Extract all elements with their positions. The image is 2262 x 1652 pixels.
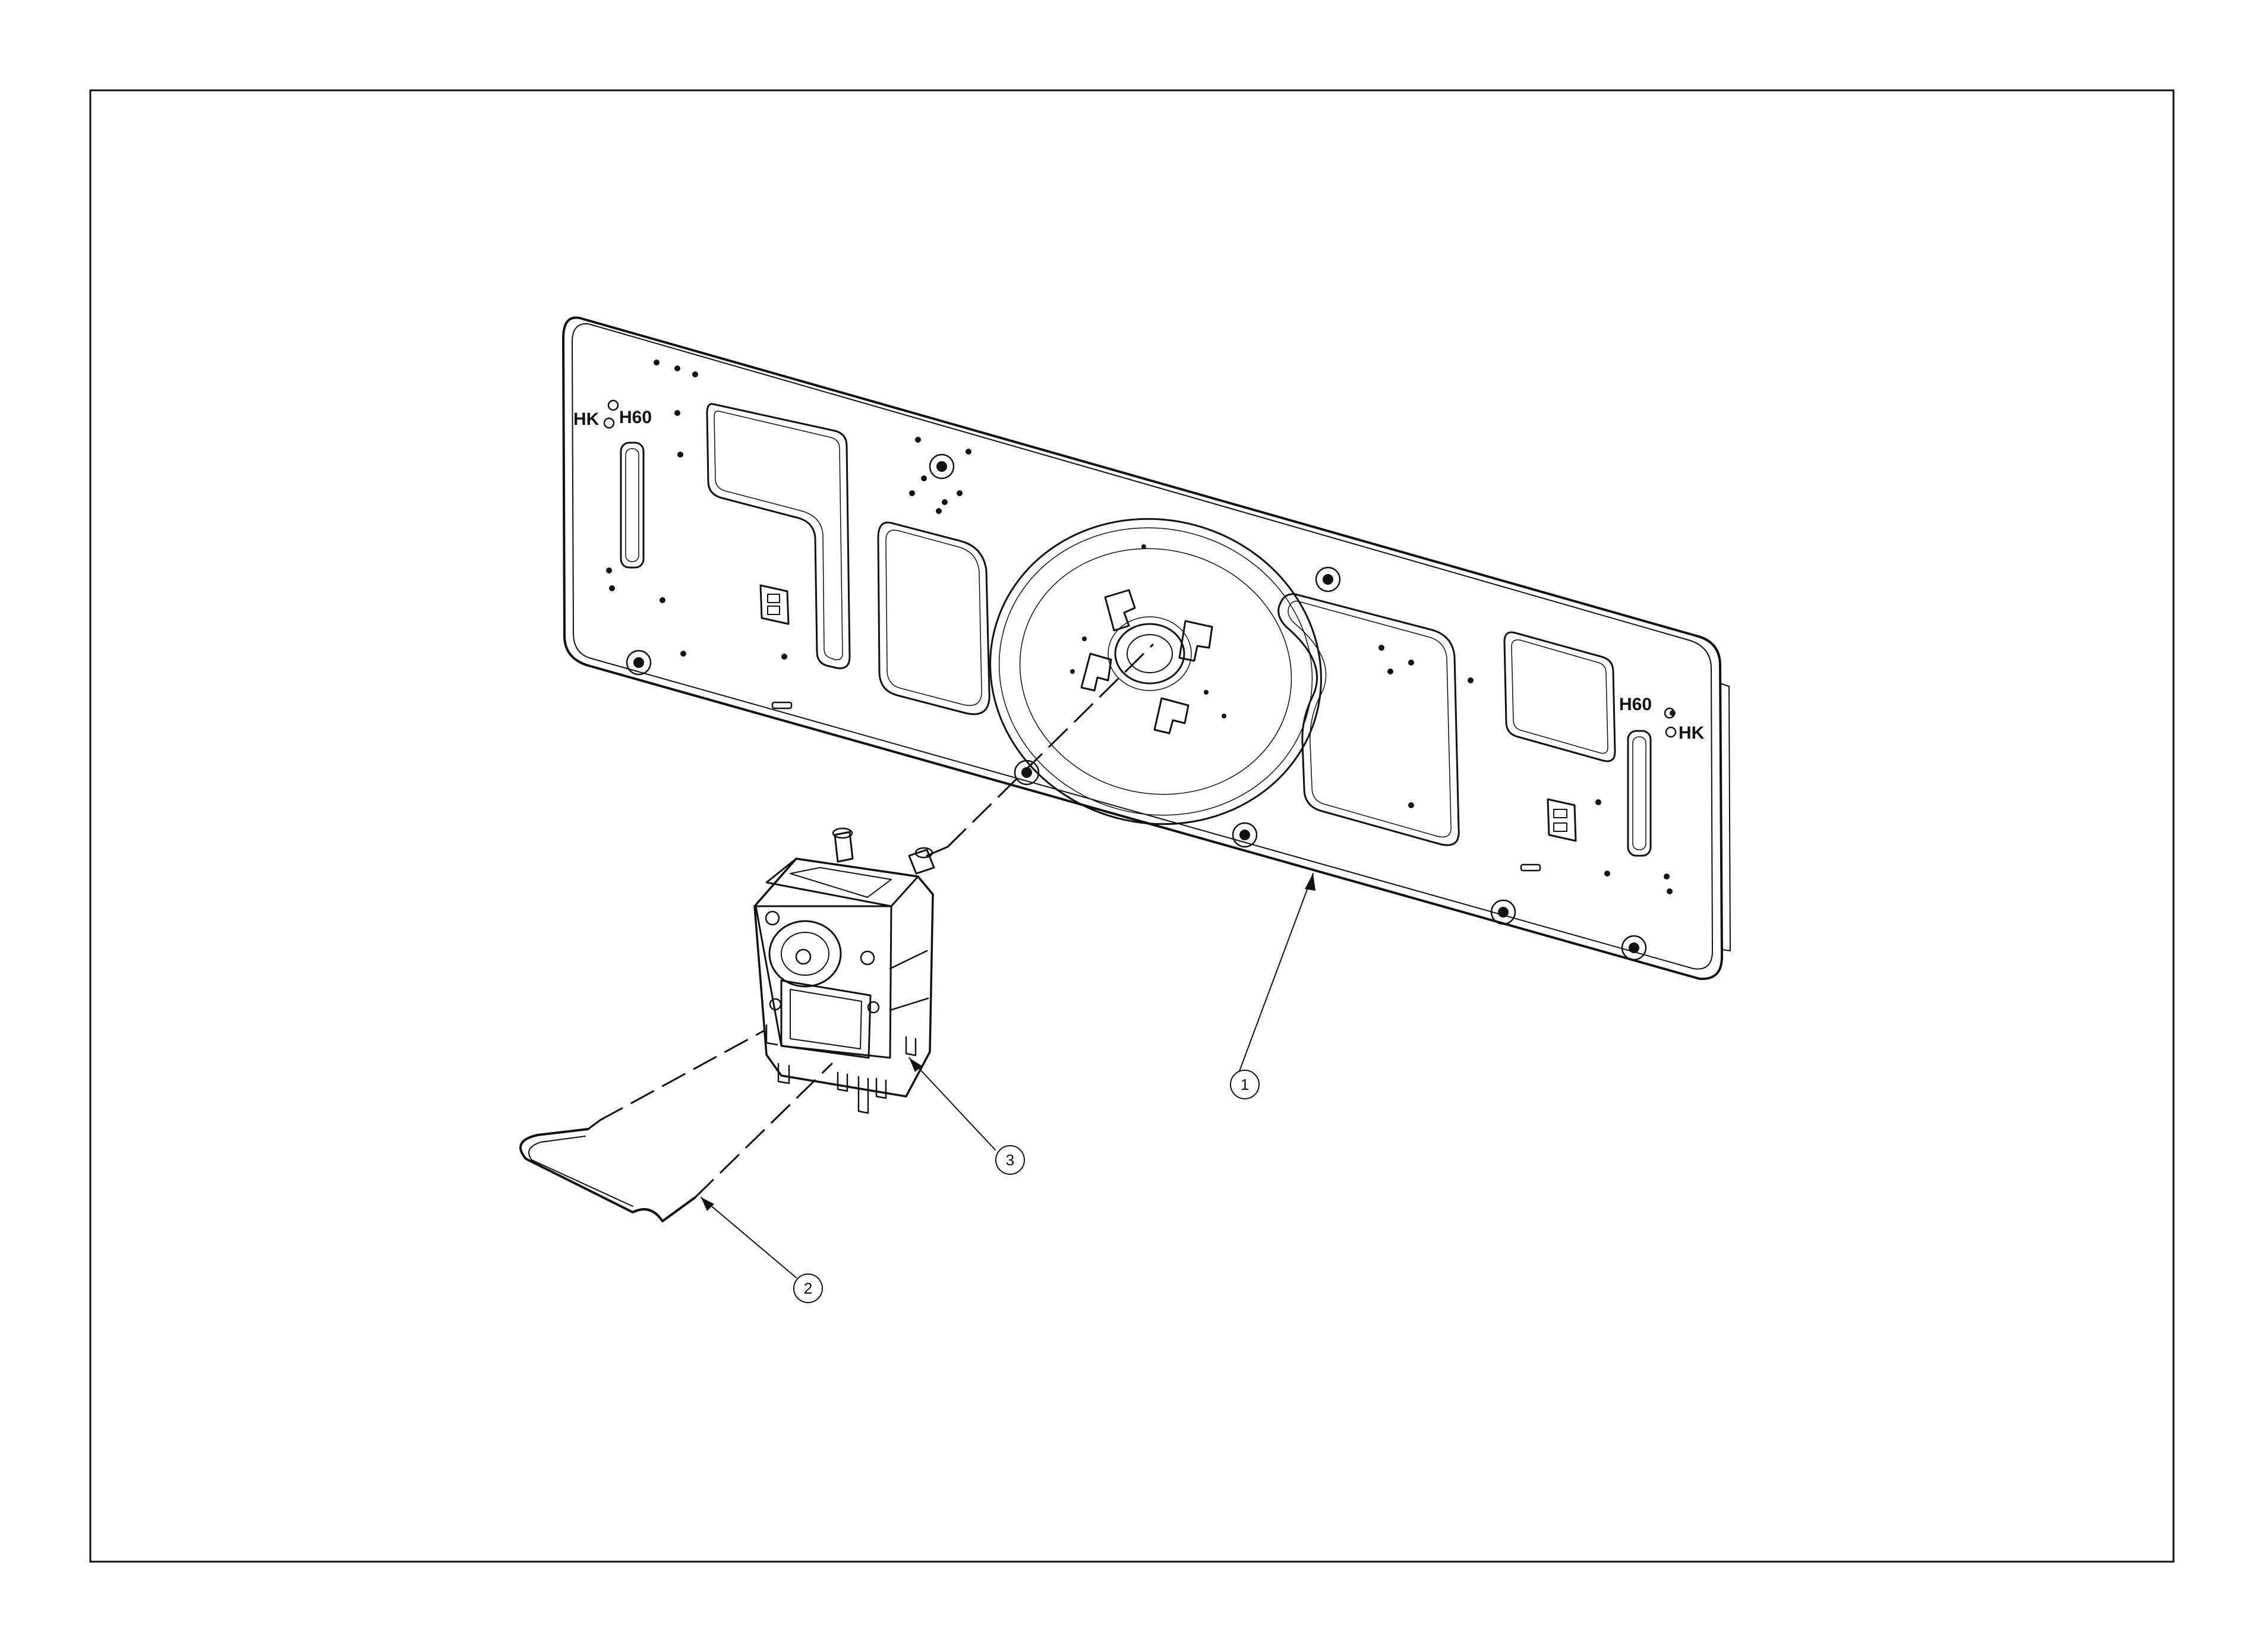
callout-2: 2 [793,1273,823,1303]
callout-3-label: 3 [1006,1151,1014,1169]
plate-marking-right-hk: HK [1679,723,1705,743]
callout-3: 3 [995,1145,1025,1175]
fan-motor [753,827,949,1114]
drawing-frame [89,89,2175,1563]
plate-bosses [626,453,1647,961]
callout-1-label: 1 [1241,1076,1249,1093]
plate-marking-right-h60: H60 [1619,695,1652,714]
plate-marking-left-h60: H60 [619,408,652,427]
wire-clip [519,1119,696,1222]
back-plate: H60 HK H60 HK [562,316,1731,981]
callout-2-label: 2 [804,1279,812,1297]
assembly-lines [599,644,1154,1199]
leader-lines [701,873,1315,1278]
plate-marking-left-hk: HK [573,409,600,429]
plate-holes [606,360,1676,894]
callout-1: 1 [1230,1070,1260,1099]
